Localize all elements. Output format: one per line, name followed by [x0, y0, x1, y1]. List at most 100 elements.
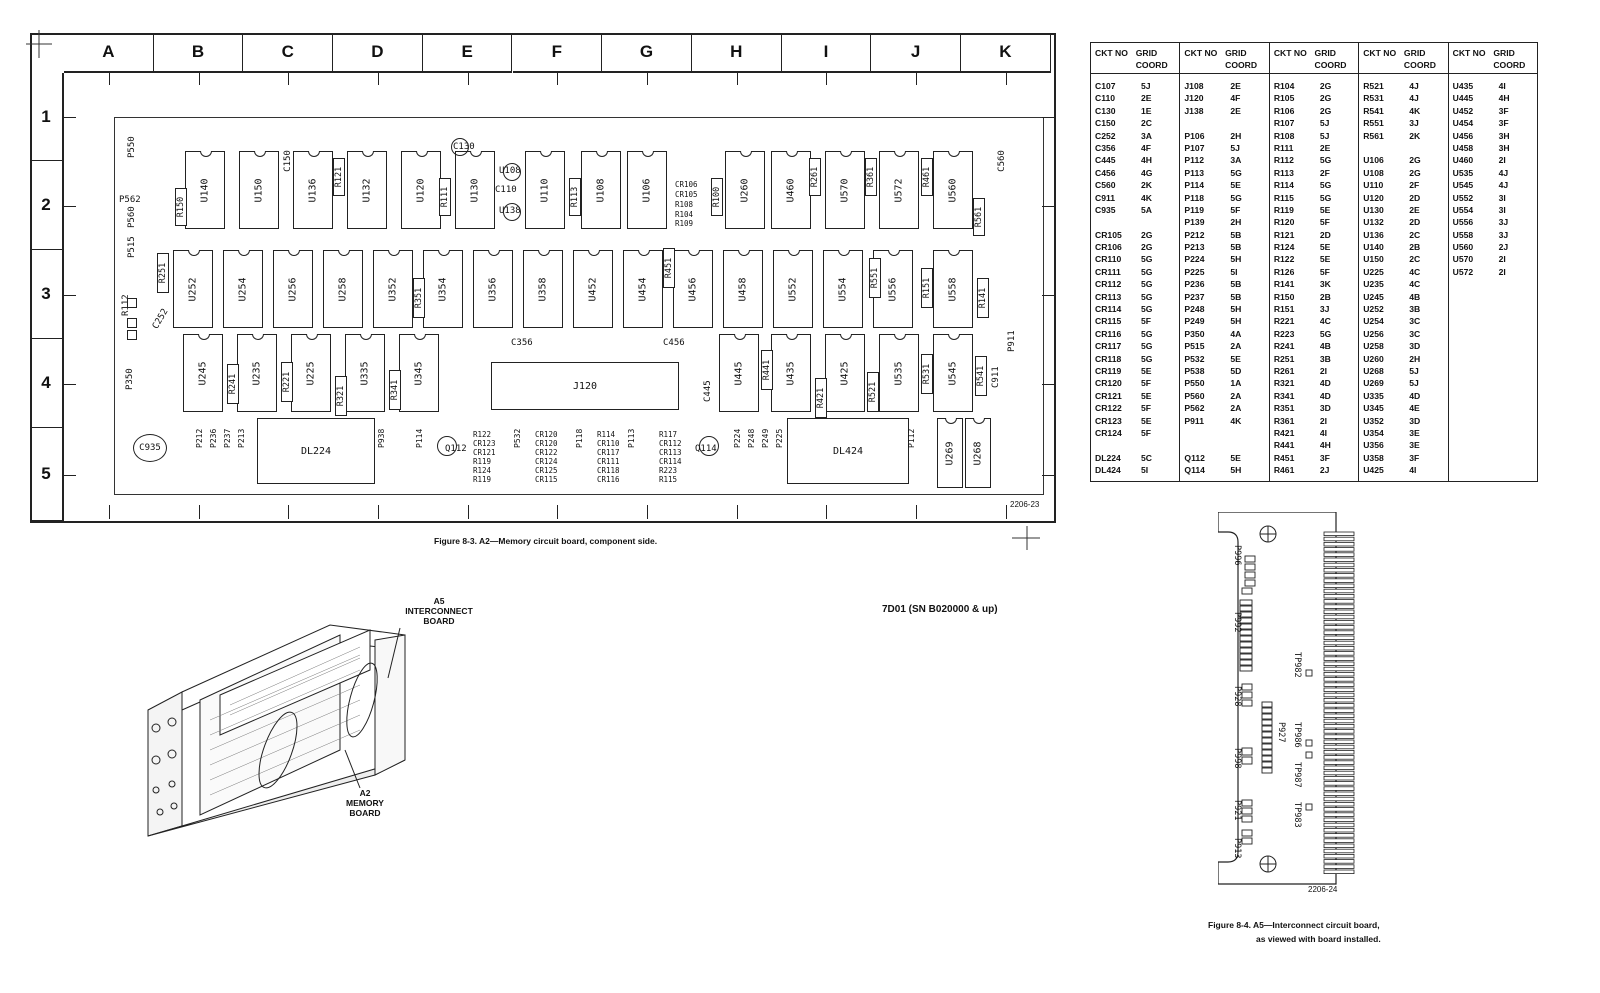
- cell-coord: 4B: [1319, 341, 1331, 352]
- cell-coord: [1141, 439, 1176, 451]
- cell-coord: [1230, 427, 1265, 439]
- figure-8-3-code: 2206-23: [1010, 500, 1040, 509]
- edge-connector-pin: [1323, 677, 1355, 682]
- cell-ckt: CR106: [1095, 242, 1122, 253]
- cell-ckt: P225: [1184, 266, 1205, 277]
- cell-ckt: C445: [1095, 155, 1116, 166]
- component-label: P237: [223, 428, 232, 448]
- chip-label: U454: [637, 276, 649, 302]
- edge-connector-pin: [1323, 864, 1355, 869]
- cell-ckt: R115: [1273, 192, 1294, 203]
- ic-chip: U268: [965, 418, 991, 488]
- table-row: [1184, 439, 1265, 451]
- cell-coord: 4D: [1319, 378, 1331, 389]
- cell-coord: 5G: [1319, 180, 1332, 191]
- cell-coord: 2J: [1319, 465, 1330, 476]
- edge-connector-pin: [1323, 578, 1355, 583]
- cell-ckt: DL224: [1095, 452, 1121, 463]
- cell-coord: 4H: [1319, 440, 1331, 451]
- cell-ckt: R120: [1273, 217, 1295, 228]
- connector-label: P992: [1232, 612, 1242, 633]
- edge-connector-pin: [1323, 583, 1355, 588]
- cell-coord: 2G: [1409, 167, 1421, 178]
- grid-column-label: G: [602, 33, 692, 73]
- a2-label-line: BOARD: [349, 808, 381, 818]
- cell-ckt: U150: [1363, 254, 1384, 265]
- ic-chip: U570: [825, 151, 865, 229]
- chip-label: U140: [199, 177, 211, 203]
- component-label: C150: [282, 150, 293, 172]
- cell-coord: 4A: [1230, 328, 1242, 339]
- cell-coord: 2E: [1230, 105, 1241, 116]
- chip-label: U252: [187, 276, 199, 302]
- table-row: [1095, 216, 1176, 228]
- connector-label: P928: [1232, 686, 1242, 707]
- cell-coord: 2K: [1409, 130, 1421, 141]
- cell-ckt: U256: [1363, 328, 1384, 339]
- cell-coord: 5D: [1230, 365, 1242, 376]
- edge-connector-pin: [1323, 739, 1355, 744]
- cell-ckt: C150: [1095, 118, 1116, 129]
- edge-connector-pin: [1323, 557, 1355, 562]
- grid-tick: [377, 73, 379, 85]
- cell-coord: 4J: [1498, 167, 1509, 178]
- header-grid-coord: GRID COORD: [1135, 48, 1168, 70]
- cell-ckt: CR119: [1095, 365, 1122, 376]
- component-label: C110: [495, 185, 517, 195]
- ic-chip: U356: [473, 250, 513, 328]
- component-label: P532: [513, 428, 522, 448]
- grid-row-label: 4: [30, 339, 64, 428]
- cell-ckt: U570: [1452, 254, 1474, 265]
- resistor: R241: [227, 364, 239, 404]
- resistor-label: R421: [816, 387, 827, 409]
- cell-ckt: U556: [1452, 217, 1474, 228]
- cell-ckt: CR121: [1095, 390, 1122, 401]
- grid-tick: [64, 383, 76, 385]
- cell-ckt: Q112: [1184, 452, 1205, 463]
- grid-row-label: 3: [30, 250, 64, 339]
- cell-ckt: P350: [1184, 328, 1205, 339]
- cell-ckt: CR124: [1095, 427, 1122, 438]
- header-ckt-no: CKT NO: [1273, 48, 1307, 58]
- cell-coord: 3I: [1498, 192, 1506, 203]
- grid-tick: [1005, 73, 1007, 85]
- cell-coord: 3J: [1319, 304, 1330, 315]
- cell-coord: 5J: [1409, 378, 1419, 389]
- edge-connector-pin: [1323, 843, 1355, 848]
- cell-ckt: U456: [1452, 130, 1474, 141]
- cell-coord: 5E: [1141, 415, 1152, 426]
- cell-coord: 4K: [1230, 415, 1242, 426]
- cell-ckt: U269: [1363, 378, 1384, 389]
- chip-label: U130: [469, 177, 481, 203]
- cell-ckt: R223: [1273, 328, 1295, 339]
- cell-coord: 2I: [1498, 254, 1506, 265]
- chip-label: U258: [337, 276, 349, 302]
- component-label: P350: [125, 368, 135, 390]
- ic-chip: U454: [623, 250, 663, 328]
- ic-chip: U445: [719, 334, 759, 412]
- cell-coord: 5G: [1230, 167, 1242, 178]
- cell-coord: 5H: [1230, 254, 1242, 265]
- table-row: [1184, 117, 1265, 129]
- component-c935: C935: [133, 434, 167, 462]
- cell-ckt: P112: [1184, 155, 1205, 166]
- edge-connector-pin: [1323, 666, 1355, 672]
